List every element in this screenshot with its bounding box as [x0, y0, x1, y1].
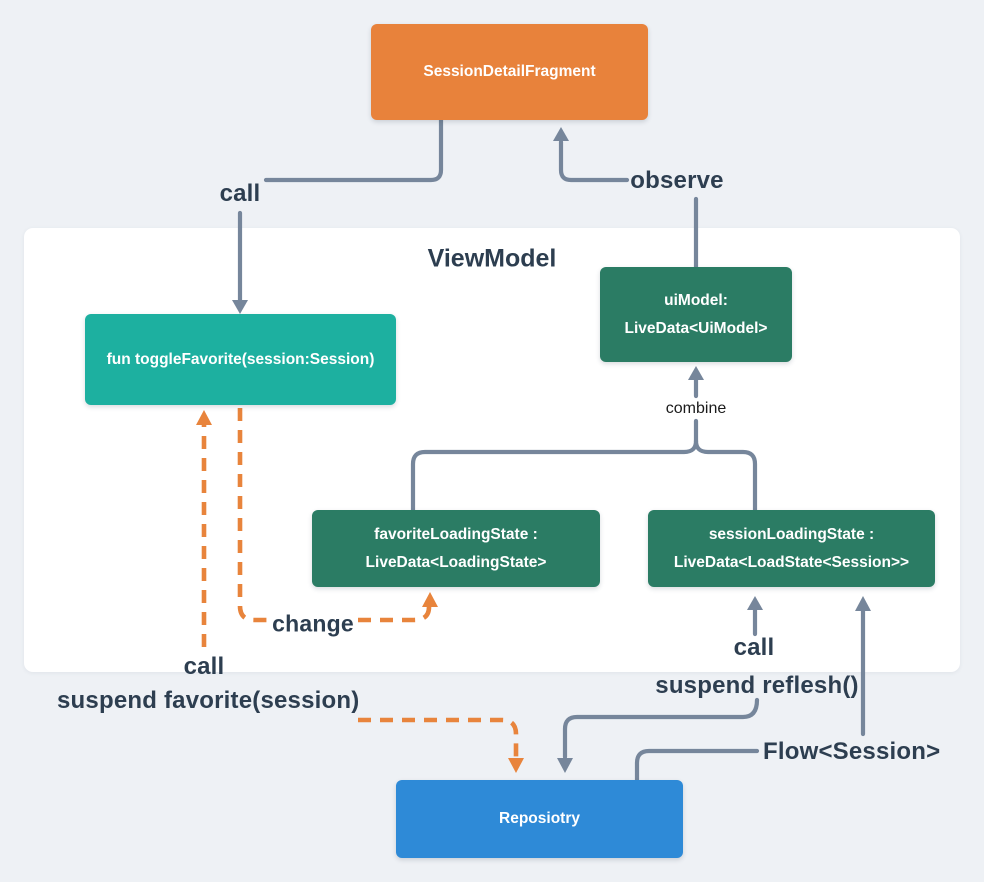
- connector-observe-to-fragment: [558, 139, 630, 183]
- connector-refresh-to-repository: [562, 697, 760, 760]
- viewmodel-panel: [24, 228, 960, 672]
- node-favorite-loading-state-line1: favoriteLoadingState :: [374, 525, 538, 543]
- dashed-connector-suspendfavorite-to-repository: [358, 717, 519, 757]
- node-favorite-loading-state-line2: LiveData<LoadingState>: [365, 553, 547, 571]
- node-session-loading-state-line1: sessionLoadingState :: [708, 525, 875, 543]
- edge-label-change: change: [272, 610, 354, 637]
- node-ui-model-line1: uiModel:: [664, 291, 728, 309]
- edge-label-call-top: call: [219, 180, 261, 207]
- node-session-detail-fragment: SessionDetailFragment: [371, 24, 648, 120]
- arrowhead-up-fragment: [553, 127, 569, 141]
- viewmodel-title: ViewModel: [427, 244, 557, 273]
- edge-label-call-refresh: call: [733, 634, 775, 661]
- edge-label-call-favorite: call: [183, 653, 225, 680]
- node-toggle-favorite: fun toggleFavorite(session:Session): [85, 314, 396, 405]
- edge-label-combine: combine: [665, 400, 727, 417]
- edge-label-suspend-favorite: suspend favorite(session): [57, 687, 360, 714]
- node-repository-label: Reposiotry: [499, 810, 580, 827]
- node-favorite-loading-state: favoriteLoadingState : LiveData<LoadingS…: [312, 510, 600, 587]
- node-session-loading-state: sessionLoadingState : LiveData<LoadState…: [648, 510, 935, 587]
- edge-label-flow-session: Flow<Session>: [763, 738, 941, 765]
- node-toggle-favorite-label: fun toggleFavorite(session:Session): [106, 350, 375, 368]
- edge-label-suspend-reflesh: suspend reflesh(): [655, 672, 859, 699]
- arrowhead-down-repository: [557, 758, 573, 773]
- node-ui-model-line2: LiveData<UiModel>: [624, 319, 768, 337]
- edge-label-observe: observe: [630, 167, 724, 194]
- connector-flow-to-repository: [634, 748, 760, 784]
- node-session-loading-state-line2: LiveData<LoadState<Session>>: [673, 553, 910, 571]
- node-repository: Reposiotry: [396, 780, 683, 858]
- node-ui-model: uiModel: LiveData<UiModel>: [600, 267, 792, 362]
- node-session-detail-fragment-label: SessionDetailFragment: [423, 63, 596, 80]
- arrowhead-down-repository-orange: [508, 758, 524, 773]
- connector-fragment-to-call: [263, 117, 444, 183]
